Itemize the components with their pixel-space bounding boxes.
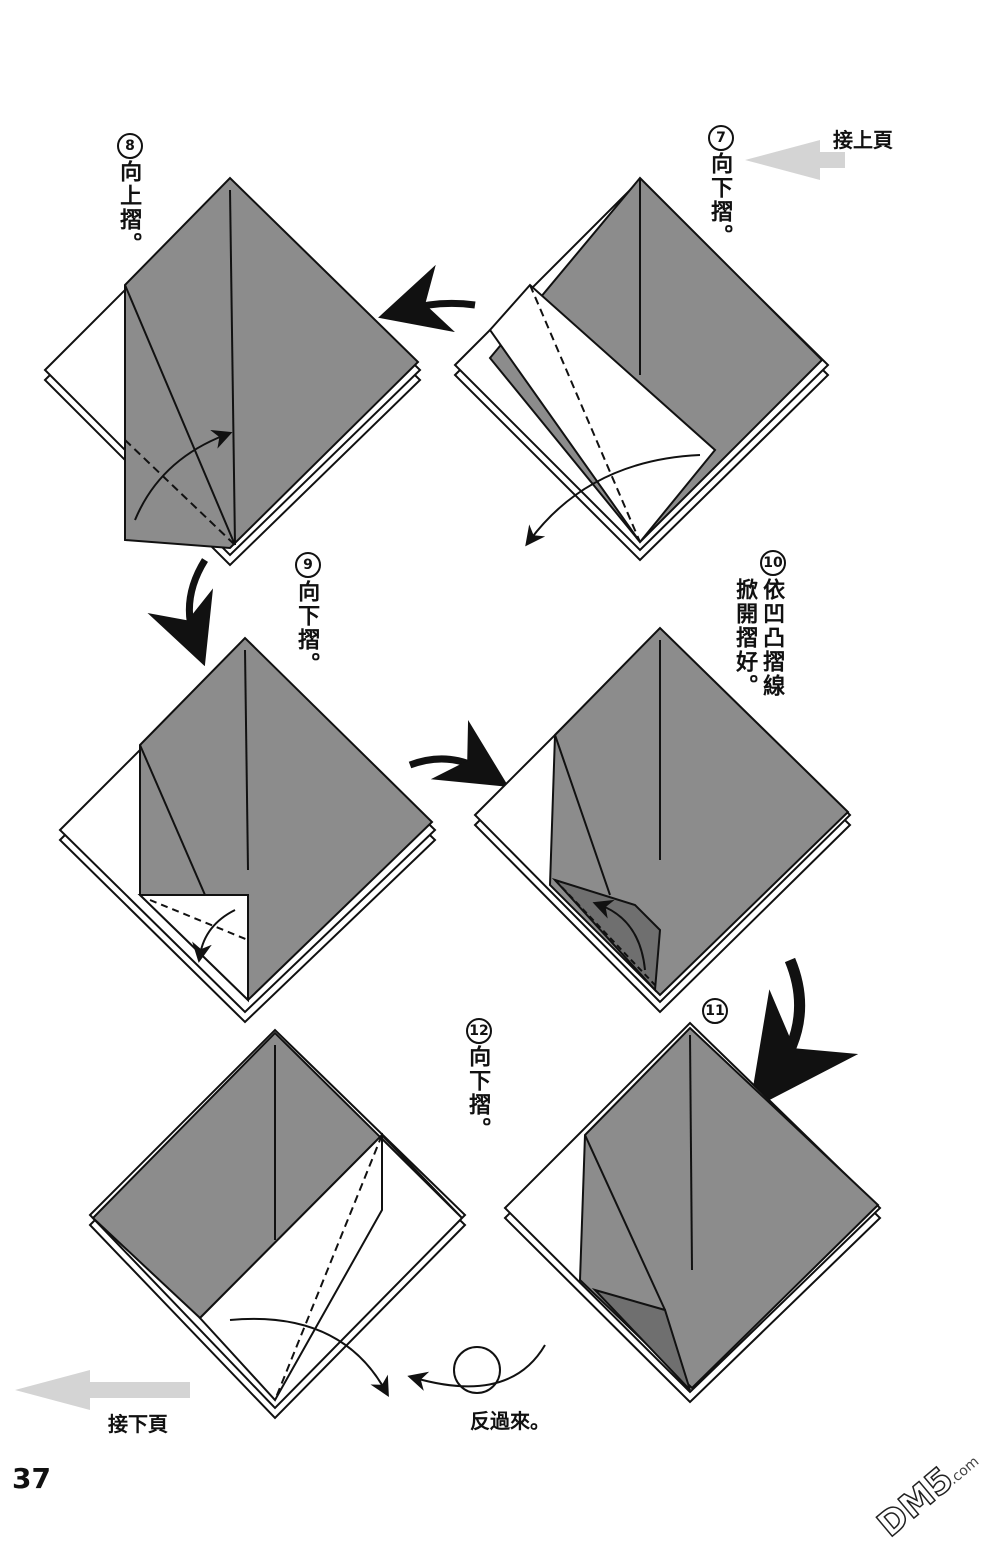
step-10-instruction-line2: 掀開摺好。 xyxy=(732,578,758,698)
step-7-instruction: 向下摺。 xyxy=(707,152,733,248)
step-9-to-10-arrow xyxy=(408,720,509,787)
step-8-figure xyxy=(43,176,422,567)
continue-from-arrow xyxy=(745,140,845,180)
watermark-logo: DM5 .com xyxy=(869,1454,983,1540)
step-12-instruction: 向下摺。 xyxy=(465,1045,491,1141)
step-10-to-11-arrow xyxy=(749,957,859,1111)
step-10-number: 10 xyxy=(760,550,786,576)
svg-text:.com: .com xyxy=(946,1454,983,1488)
svg-text:DM5: DM5 xyxy=(870,1459,961,1540)
step-10-instruction-line1: 依凹凸摺線 xyxy=(759,578,785,698)
turn-over-label: 反過來。 xyxy=(470,1409,550,1433)
page-number: 37 xyxy=(12,1462,51,1495)
step-7-figure xyxy=(453,176,830,562)
step-8-number: 8 xyxy=(117,133,143,159)
continue-from-label: 接上頁 xyxy=(833,128,893,152)
continue-to-arrow xyxy=(15,1370,190,1410)
step-12-figure xyxy=(88,1028,467,1420)
step-9-number: 9 xyxy=(295,552,321,578)
step-11-number: 11 xyxy=(702,998,728,1024)
turn-over-symbol xyxy=(407,1344,546,1394)
step-8-instruction: 向上摺。 xyxy=(116,160,142,256)
step-12-number: 12 xyxy=(466,1018,492,1044)
step-11-figure xyxy=(503,1021,882,1404)
step-9-instruction: 向下摺。 xyxy=(294,580,320,676)
step-7-number: 7 xyxy=(708,125,734,151)
step-9-figure xyxy=(58,636,437,1024)
step-8-to-9-arrow xyxy=(147,558,214,667)
step-7-to-8-arrow xyxy=(378,264,476,333)
step-10-figure xyxy=(473,626,852,1014)
continue-to-label: 接下頁 xyxy=(108,1412,168,1436)
